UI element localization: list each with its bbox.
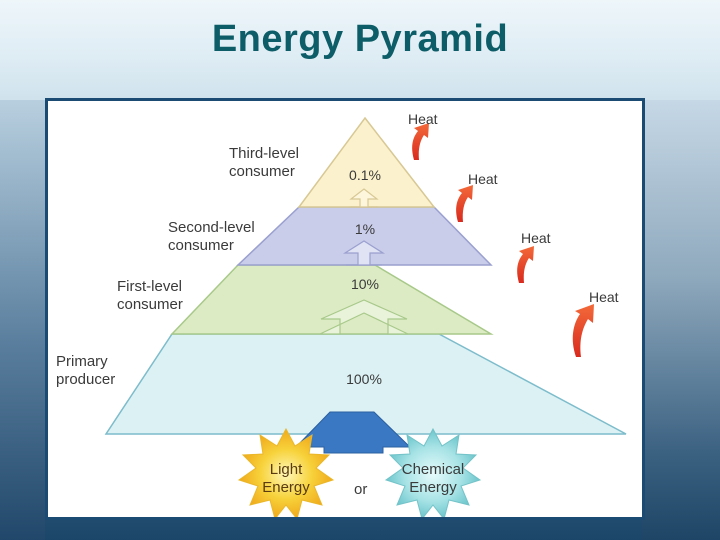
energy-arrow-to-third: [349, 188, 379, 208]
label-second-level-line1: Second-level: [168, 219, 255, 236]
light-energy-sunburst: [237, 427, 335, 517]
energy-arrow-to-first: [319, 299, 409, 335]
chemical-energy-line1: Chemical: [401, 461, 465, 478]
light-energy-label: Light Energy: [262, 461, 310, 497]
label-third-level-line1: Third-level: [229, 145, 300, 162]
label-third-level: Third-level consumer: [229, 145, 299, 181]
label-primary-line2: producer: [56, 371, 116, 388]
label-primary-line1: Primary: [56, 353, 108, 370]
chemical-energy-line2: Energy: [409, 479, 457, 496]
tier-first-level: [170, 264, 494, 335]
percent-third-level: 0.1%: [349, 167, 381, 183]
incoming-energy-arrow: [294, 411, 412, 454]
heat-label-2: Heat: [468, 171, 498, 187]
label-first-level: First-level consumer: [117, 278, 183, 314]
heat-arrow-2: [456, 185, 473, 222]
light-energy-line2: Energy: [262, 479, 310, 496]
energy-pyramid-diagram: Third-level consumer Second-level consum…: [45, 98, 645, 520]
background-strip-left: [0, 100, 45, 540]
label-primary-producer: Primary producer: [56, 353, 115, 389]
pyramid-graphic: [104, 116, 627, 517]
label-third-level-line2: consumer: [229, 163, 295, 180]
background-strip-right: [642, 100, 720, 540]
heat-label-3: Heat: [521, 230, 551, 246]
label-second-level-line2: consumer: [168, 237, 234, 254]
or-label: or: [354, 481, 368, 498]
heat-arrow-4: [572, 304, 594, 357]
percent-second-level: 1%: [354, 221, 376, 237]
energy-arrow-to-second: [342, 240, 386, 266]
heat-label-4: Heat: [589, 289, 619, 305]
label-first-level-line2: consumer: [117, 296, 183, 313]
percent-primary-producer: 100%: [346, 371, 382, 387]
label-second-level: Second-level consumer: [168, 219, 255, 255]
label-first-level-line1: First-level: [117, 278, 183, 295]
light-energy-line1: Light: [269, 461, 303, 478]
slide-title: Energy Pyramid: [211, 18, 509, 60]
heat-arrow-1: [412, 123, 429, 160]
heat-arrow-3: [517, 246, 534, 283]
percent-first-level: 10%: [350, 276, 380, 292]
heat-label-1: Heat: [408, 111, 438, 127]
chemical-energy-label: Chemical Energy: [394, 461, 472, 497]
chemical-energy-burst: [384, 427, 482, 517]
